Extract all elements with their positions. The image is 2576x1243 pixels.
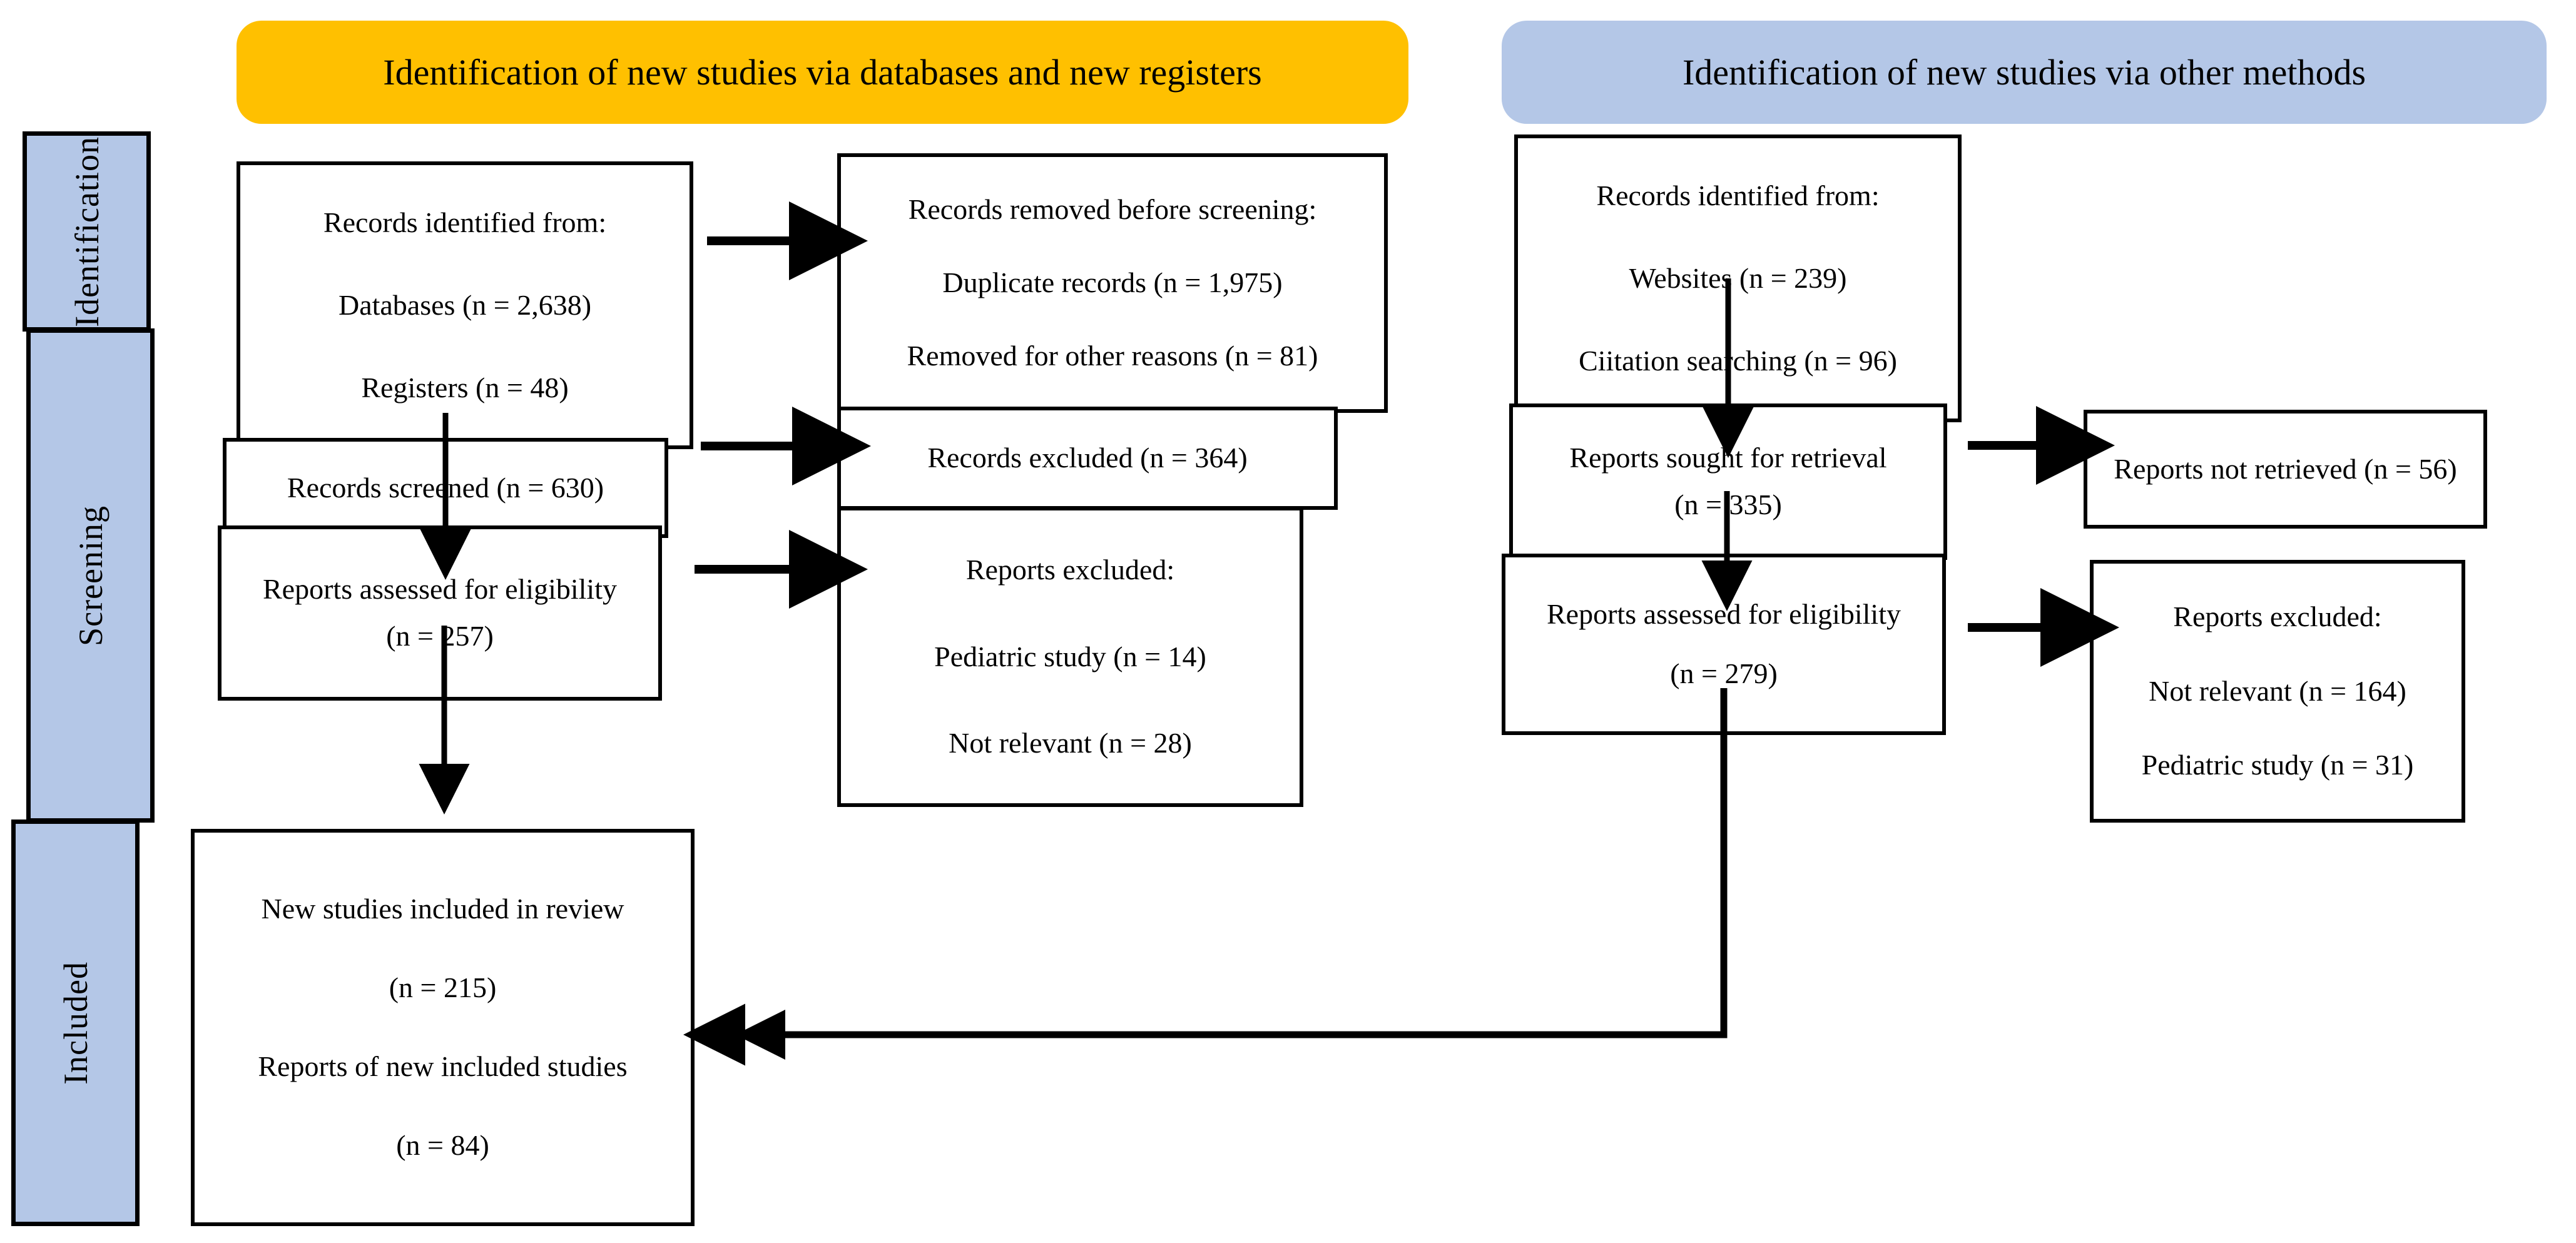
header-pill-other-methods: Identification of new studies via other … bbox=[1502, 21, 2547, 124]
box-line: Databases (n = 2,638) bbox=[338, 288, 592, 321]
box-new-studies-included: New studies included in review (n = 215)… bbox=[191, 829, 695, 1226]
box-line: Reports excluded: bbox=[965, 553, 1175, 586]
stage-label-identification: Identification bbox=[68, 136, 106, 327]
box-line: Websites (n = 239) bbox=[1629, 261, 1847, 294]
box-line: Not relevant (n = 28) bbox=[949, 727, 1192, 759]
arrowhead-into-included bbox=[735, 1010, 785, 1060]
box-line: Reports excluded: bbox=[2173, 600, 2382, 632]
box-records-identified-databases: Records identified from: Databases (n = … bbox=[237, 161, 693, 449]
box-reports-sought-for-retrieval: Reports sought for retrieval (n = 335) bbox=[1509, 403, 1947, 560]
stage-bar-included: Included bbox=[11, 819, 140, 1226]
box-reports-assessed-eligibility-other: Reports assessed for eligibility (n = 27… bbox=[1502, 554, 1946, 735]
box-records-identified-other: Records identified from: Websites (n = 2… bbox=[1514, 134, 1962, 422]
box-line: New studies included in review bbox=[261, 893, 624, 925]
box-line: Records identified from: bbox=[323, 206, 607, 238]
box-line: Reports sought for retrieval bbox=[1569, 442, 1887, 474]
box-line: Reports not retrieved (n = 56) bbox=[2114, 452, 2457, 485]
box-line: Records identified from: bbox=[1596, 179, 1880, 211]
box-line: Duplicate records (n = 1,975) bbox=[942, 266, 1283, 299]
box-line: Registers (n = 48) bbox=[361, 371, 569, 403]
box-records-removed-before-screening: Records removed before screening: Duplic… bbox=[837, 153, 1388, 413]
box-line: Records screened (n = 630) bbox=[287, 471, 604, 504]
stage-bar-identification: Identification bbox=[23, 131, 151, 332]
box-line: Ciitation searching (n = 96) bbox=[1579, 344, 1897, 377]
box-line: Records removed before screening: bbox=[908, 193, 1317, 226]
box-records-screened: Records screened (n = 630) bbox=[223, 438, 668, 538]
stage-label-screening: Screening bbox=[71, 505, 109, 646]
box-line: (n = 335) bbox=[1674, 489, 1782, 521]
box-line: Pediatric study (n = 31) bbox=[2141, 749, 2414, 781]
box-reports-excluded-other: Reports excluded: Not relevant (n = 164)… bbox=[2090, 560, 2465, 823]
box-line: Pediatric study (n = 14) bbox=[934, 640, 1206, 672]
box-line: Not relevant (n = 164) bbox=[2149, 674, 2406, 707]
box-line: Removed for other reasons (n = 81) bbox=[907, 340, 1318, 372]
box-reports-assessed-eligibility-databases: Reports assessed for eligibility (n = 25… bbox=[218, 525, 662, 701]
box-line: (n = 257) bbox=[386, 620, 494, 652]
box-line: (n = 279) bbox=[1670, 657, 1778, 690]
box-line: (n = 84) bbox=[396, 1129, 489, 1161]
header-pill-databases: Identification of new studies via databa… bbox=[237, 21, 1408, 124]
box-line: Records excluded (n = 364) bbox=[927, 442, 1248, 474]
stage-bar-screening: Screening bbox=[26, 328, 155, 823]
box-reports-excluded-databases: Reports excluded: Pediatric study (n = 1… bbox=[837, 507, 1303, 807]
box-line: (n = 215) bbox=[389, 972, 497, 1004]
box-line: Reports assessed for eligibility bbox=[1547, 598, 1901, 630]
box-line: Reports assessed for eligibility bbox=[263, 573, 617, 605]
stage-label-included: Included bbox=[56, 961, 94, 1085]
header-title-databases: Identification of new studies via databa… bbox=[383, 52, 1262, 93]
box-reports-not-retrieved: Reports not retrieved (n = 56) bbox=[2084, 410, 2487, 529]
box-records-excluded: Records excluded (n = 364) bbox=[837, 407, 1338, 510]
header-title-other-methods: Identification of new studies via other … bbox=[1682, 52, 2366, 93]
box-line: Reports of new included studies bbox=[258, 1050, 628, 1082]
